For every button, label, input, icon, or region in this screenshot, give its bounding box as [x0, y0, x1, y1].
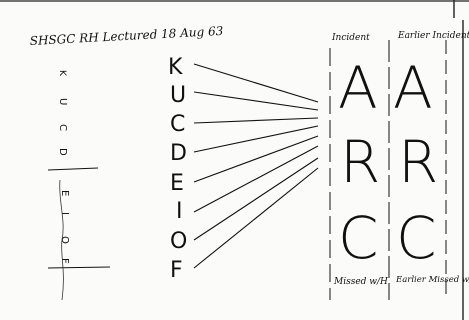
- letter: O: [170, 229, 187, 254]
- connector-line: [193, 63, 319, 103]
- earlier-incident-letter: C: [396, 204, 437, 272]
- earlier-incident-column: Earlier Incident A R C Earlier Missed w/…: [393, 31, 469, 285]
- side-rule: [47, 167, 99, 171]
- incident-letter: A: [338, 54, 378, 122]
- side-mark: E: [59, 190, 70, 196]
- connector-lines: [193, 63, 319, 269]
- side-mark: U: [57, 98, 68, 105]
- earlier-incident-letter: R: [398, 128, 438, 196]
- letter: E: [170, 171, 184, 196]
- incident-column: Incident A R C Missed w/H: [331, 33, 388, 287]
- left-scribble-column: K U C D E I O F: [47, 70, 111, 301]
- earlier-incident-label: Earlier Incident: [397, 31, 469, 41]
- side-mark: C: [57, 124, 68, 131]
- side-mark: D: [57, 148, 68, 156]
- side-mark: F: [59, 258, 70, 264]
- letter-column: K U C D E I O F: [168, 55, 187, 283]
- connector-line: [193, 157, 319, 241]
- connector-line: [193, 145, 319, 213]
- header-note: SHSGC RH Lectured 18 Aug 63: [29, 24, 224, 48]
- connector-line: [193, 125, 319, 153]
- incident-label: Incident: [331, 33, 370, 43]
- letter: F: [170, 258, 183, 283]
- earlier-incident-letter: A: [393, 54, 433, 122]
- letter: C: [170, 112, 185, 137]
- connector-line: [193, 91, 319, 111]
- letter: D: [170, 141, 187, 166]
- letter: U: [170, 83, 186, 108]
- side-mark: I: [59, 212, 70, 215]
- incident-footer-label: Missed w/H: [333, 277, 388, 287]
- letter: I: [176, 199, 183, 224]
- side-mark: K: [57, 70, 67, 77]
- letter: K: [168, 55, 183, 80]
- connector-line: [193, 117, 319, 124]
- side-rule: [47, 266, 111, 269]
- connector-line: [193, 167, 319, 269]
- incident-letter: C: [338, 204, 379, 272]
- side-scribble-stroke: [59, 179, 64, 301]
- connector-line: [193, 135, 319, 183]
- earlier-incident-footer-label: Earlier Missed w/H: [395, 275, 469, 285]
- side-mark: O: [59, 236, 70, 244]
- incident-letter: R: [340, 128, 380, 196]
